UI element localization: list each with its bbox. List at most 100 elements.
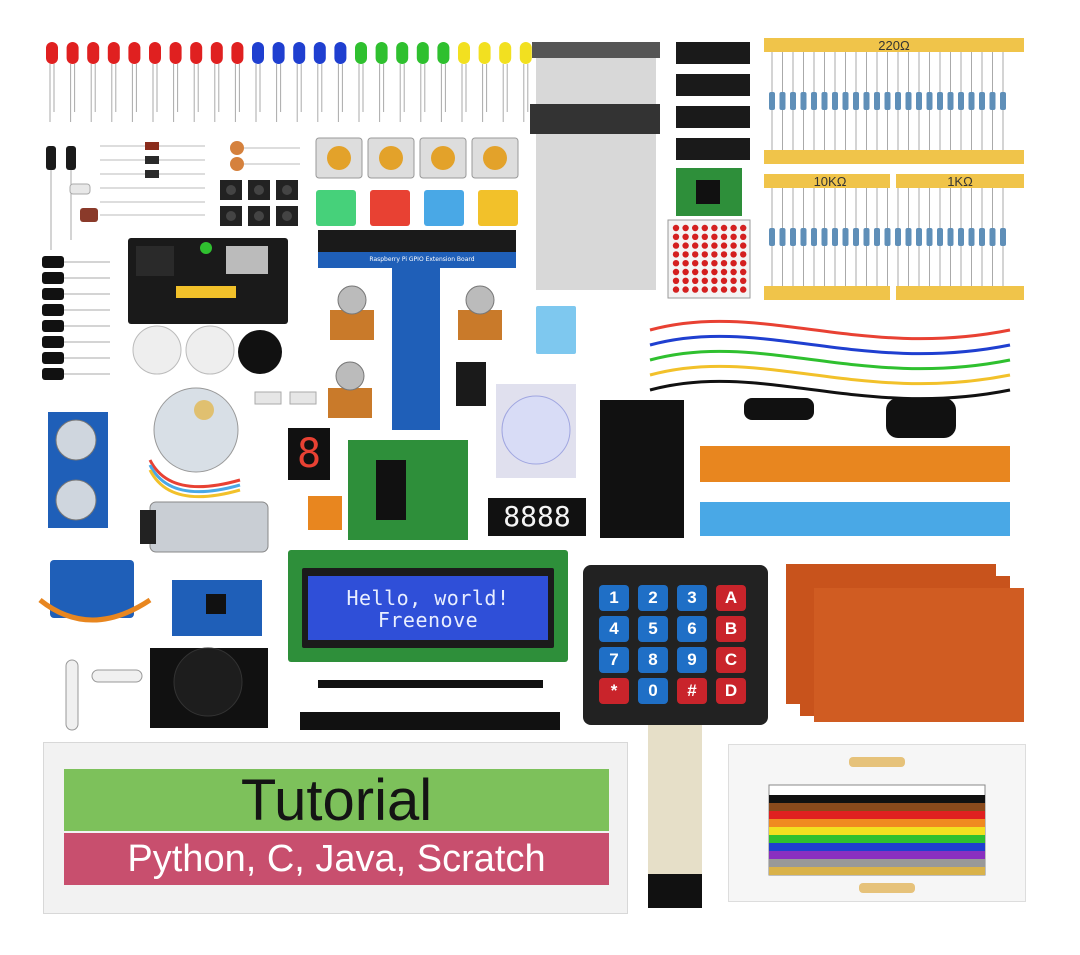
keypad-key-5: 5	[638, 616, 668, 642]
resistor-label-220: 220Ω	[878, 38, 910, 53]
color-chart-graphic	[768, 757, 986, 893]
matrix-dot	[730, 242, 737, 249]
led	[396, 42, 409, 122]
keypad-key-9: 9	[677, 647, 707, 673]
matrix-dot	[740, 233, 747, 240]
transistors	[42, 256, 110, 380]
matrix-dot	[730, 286, 737, 293]
matrix-dot	[711, 224, 718, 232]
matrix-dot	[720, 224, 728, 232]
matrix-dot	[711, 233, 718, 240]
matrix-dot	[720, 251, 728, 258]
seven-segment-quad: 8888	[503, 500, 571, 533]
buzzers	[132, 325, 282, 375]
matrix-dot	[682, 251, 689, 258]
languages-banner: Python, C, Java, Scratch	[64, 833, 609, 885]
led	[190, 42, 203, 122]
resistor-label-1k: 1KΩ	[947, 174, 973, 189]
matrix-dot	[692, 268, 699, 276]
lcd-line-1: Hello, world!	[346, 586, 510, 610]
keypad-key-1: 1	[599, 585, 629, 611]
transistor	[42, 256, 64, 268]
servo	[38, 560, 152, 623]
matrix-dot	[672, 277, 680, 284]
gpio-extension-board	[318, 230, 516, 430]
button-caps	[316, 190, 518, 226]
matrix-dot	[730, 268, 737, 276]
matrix-dot	[701, 233, 708, 240]
tutorial-title: Tutorial	[240, 768, 433, 833]
matrix-dot	[692, 242, 699, 249]
extension-board-label: Raspberry Pi GPIO Extension Board	[369, 256, 475, 263]
transistor	[42, 320, 64, 332]
matrix-dot	[720, 260, 728, 267]
keypad-key-7: 7	[599, 647, 629, 673]
led	[66, 42, 79, 122]
dc-motor	[140, 501, 269, 553]
led	[252, 42, 264, 122]
perfboards	[786, 564, 1024, 722]
pir-sensor	[496, 384, 576, 478]
led	[46, 42, 58, 122]
breadboard: Tutorial Python, C, Java, Scratch	[43, 742, 628, 914]
matrix-dot	[701, 277, 708, 284]
matrix-dot	[682, 233, 689, 240]
keypad-key-0: 0	[638, 678, 668, 704]
led	[169, 42, 182, 122]
keypad-key-8: 8	[638, 647, 668, 673]
ribbon-cable	[530, 42, 660, 290]
battery-clip	[744, 398, 956, 438]
keypad-key-4: 4	[599, 616, 629, 642]
matrix-dot	[740, 286, 747, 293]
led-row	[46, 42, 553, 122]
matrix-dot	[711, 277, 718, 284]
matrix-dot	[701, 286, 708, 293]
potentiometers	[328, 285, 502, 418]
matrix-dot	[730, 224, 737, 232]
keypad-key-star: *	[599, 678, 629, 704]
matrix-dot	[682, 242, 689, 249]
keypad-key-6: 6	[677, 616, 707, 642]
led	[313, 42, 326, 122]
led-matrix	[667, 219, 751, 299]
matrix-dot	[711, 251, 718, 258]
led	[416, 42, 429, 122]
matrix-dot	[701, 251, 708, 258]
led	[128, 42, 141, 122]
matrix-dot	[672, 251, 680, 258]
matrix-dot	[701, 242, 708, 249]
battery-holder	[600, 400, 684, 538]
tactile-switches	[220, 180, 298, 226]
lcd-line-2: Freenove	[377, 608, 479, 632]
transistor	[42, 352, 64, 364]
matrix-dot	[711, 260, 718, 267]
matrix-dot	[701, 260, 708, 267]
matrix-dot	[682, 260, 689, 267]
slide-switches	[254, 391, 317, 405]
dht-sensor	[536, 306, 576, 354]
power-module	[128, 238, 288, 324]
matrix-dot	[720, 277, 728, 284]
matrix-dot	[740, 268, 747, 276]
matrix-dot	[701, 224, 708, 232]
push-buttons	[315, 137, 519, 179]
led	[375, 42, 388, 122]
matrix-dot	[682, 224, 689, 232]
seven-segment-bodies	[288, 428, 586, 536]
header-pins	[300, 680, 560, 730]
led	[458, 42, 470, 122]
matrix-dot	[682, 277, 689, 284]
gyro-module	[172, 580, 262, 636]
led	[334, 42, 347, 122]
transistor	[42, 368, 64, 380]
matrix-dot	[720, 286, 728, 293]
led	[272, 42, 285, 122]
matrix-dot	[682, 286, 689, 293]
led	[437, 42, 450, 122]
keypad-ribbon	[648, 724, 702, 908]
resistor-strips	[764, 38, 1024, 300]
transistor	[42, 336, 64, 348]
matrix-dot	[692, 260, 699, 267]
resistor-color-chart	[728, 744, 1026, 902]
